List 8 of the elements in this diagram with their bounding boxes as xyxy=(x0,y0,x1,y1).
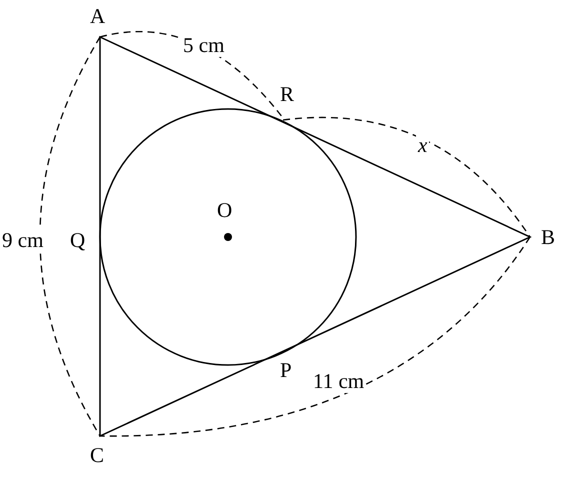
dimension-label: 9 cm xyxy=(0,228,46,252)
point-label: P xyxy=(280,358,292,382)
point-label: C xyxy=(90,443,104,467)
point-label: A xyxy=(90,4,106,28)
point-label: O xyxy=(217,198,232,222)
point-label: R xyxy=(280,82,294,106)
point-label: Q xyxy=(70,228,86,252)
point-label: B xyxy=(541,225,556,249)
